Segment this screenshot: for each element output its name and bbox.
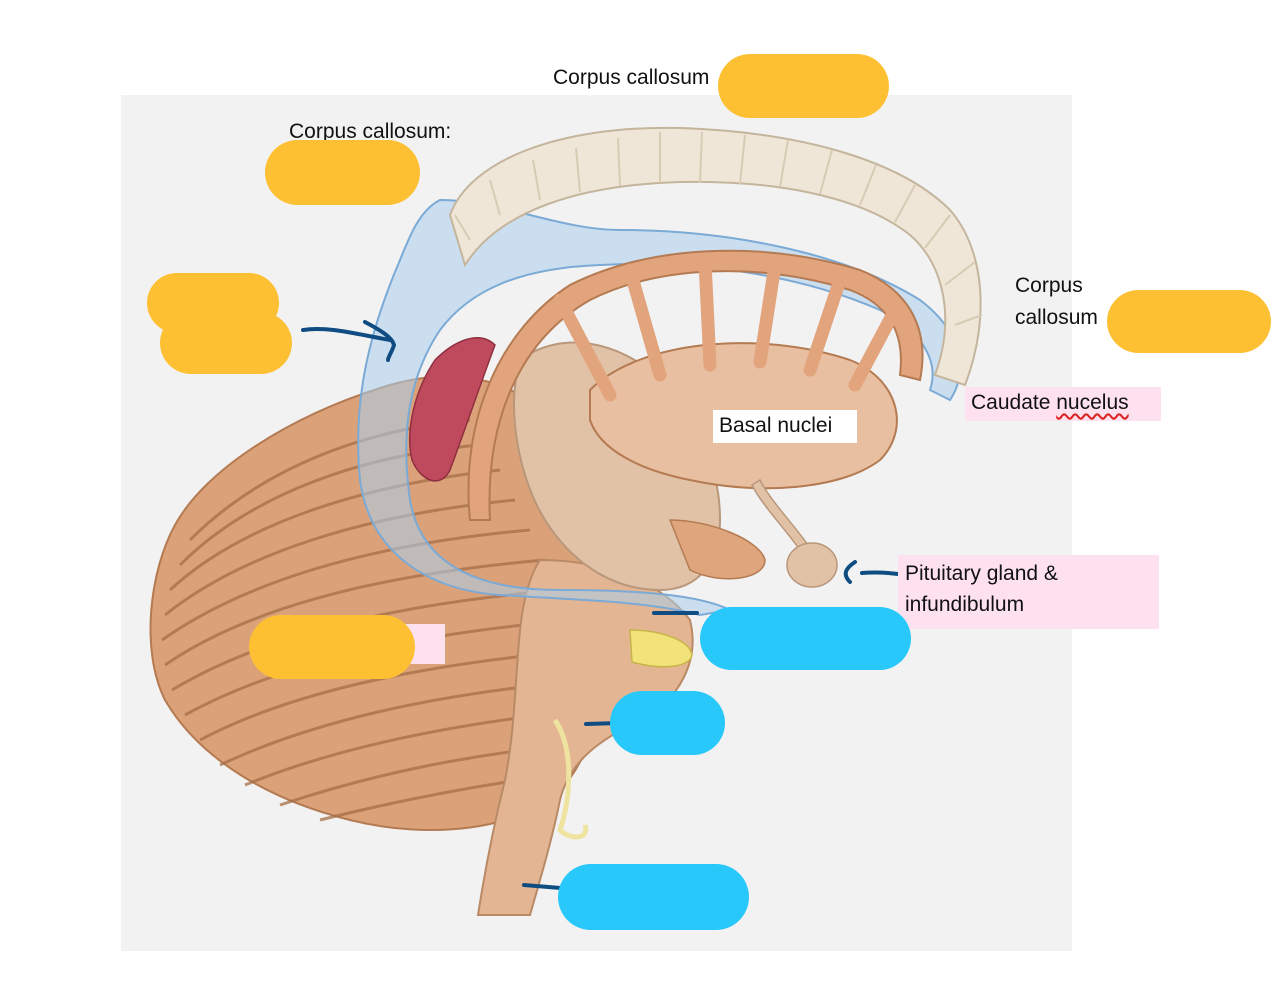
fornix-arc: [467, 249, 924, 521]
answer-blank-medulla[interactable]: [558, 864, 749, 930]
corpus-callosum: [448, 126, 983, 387]
label-pituitary-1: Pituitary gland &: [905, 562, 1058, 585]
caudate-text: Caudate: [971, 391, 1057, 414]
answer-blank-cc-right[interactable]: [1107, 290, 1271, 353]
label-corpus-callosum-right-1: Corpus: [1015, 274, 1083, 297]
answer-blank-membrane-b[interactable]: [160, 312, 292, 374]
label-pituitary-2: infundibulum: [905, 593, 1025, 616]
answer-blank-cc-left[interactable]: [265, 140, 420, 205]
label-caudate-nucleus: Caudate nucelus: [965, 387, 1161, 421]
choroid-plexus: [409, 337, 496, 482]
answer-blank-pons[interactable]: [610, 691, 725, 755]
label-corpus-callosum-top: Corpus callosum: [553, 66, 710, 89]
answer-blank-midbrain[interactable]: [700, 607, 911, 670]
label-corpus-callosum-right-2: callosum: [1015, 306, 1098, 329]
arrow-to-membrane: [301, 320, 397, 362]
label-pituitary-box: [898, 555, 1159, 629]
label-corpus-callosum-left: Corpus callosum:: [289, 120, 452, 143]
answer-blank-cerebellum[interactable]: [249, 615, 415, 679]
brainstem: [476, 558, 694, 916]
label-basal-nuclei: Basal nuclei: [713, 410, 857, 443]
answer-blank-cc-top[interactable]: [718, 54, 889, 118]
pituitary-gland: [751, 478, 838, 588]
caudate-misspelled-word: nucelus: [1056, 391, 1129, 414]
meninges-membrane: [357, 198, 961, 617]
